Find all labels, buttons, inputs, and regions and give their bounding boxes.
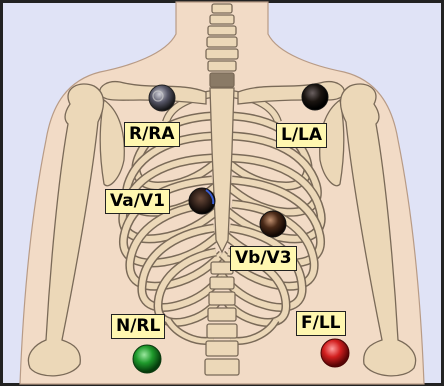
label-v3: Vb/V3: [230, 246, 297, 271]
electrode-v3: [260, 211, 286, 237]
label-v1: Va/V1: [105, 189, 170, 214]
label-ll: F/LL: [296, 311, 346, 336]
electrode-la: [302, 84, 328, 110]
electrode-rl: [133, 345, 161, 373]
label-rl: N/RL: [111, 314, 165, 339]
electrode-ra: [149, 85, 175, 111]
electrode-ll: [321, 339, 349, 367]
label-ra: R/RA: [124, 122, 180, 147]
electrode-v1: [189, 188, 215, 214]
label-la: L/LA: [276, 123, 327, 148]
